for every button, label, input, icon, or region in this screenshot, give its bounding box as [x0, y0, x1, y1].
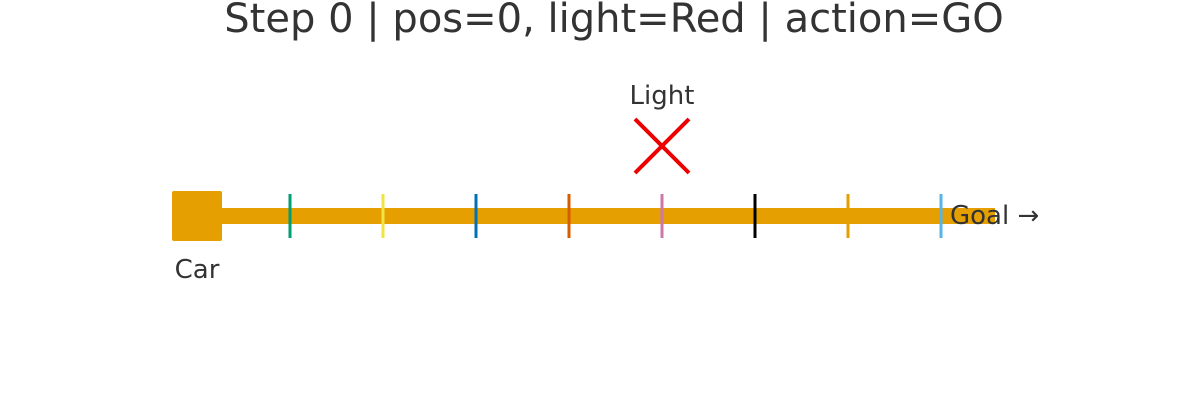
car-icon [172, 191, 222, 241]
light-label: Light [630, 81, 695, 111]
car: Car [172, 191, 222, 285]
goal-label: Goal → [950, 201, 1039, 231]
car-label: Car [175, 255, 220, 285]
step-title: Step 0 | pos=0, light=Red | action=GO [224, 0, 1003, 42]
traffic-light: Light [630, 81, 695, 175]
x-marker-icon [633, 117, 691, 175]
x-marker-stroke-1 [633, 117, 691, 175]
